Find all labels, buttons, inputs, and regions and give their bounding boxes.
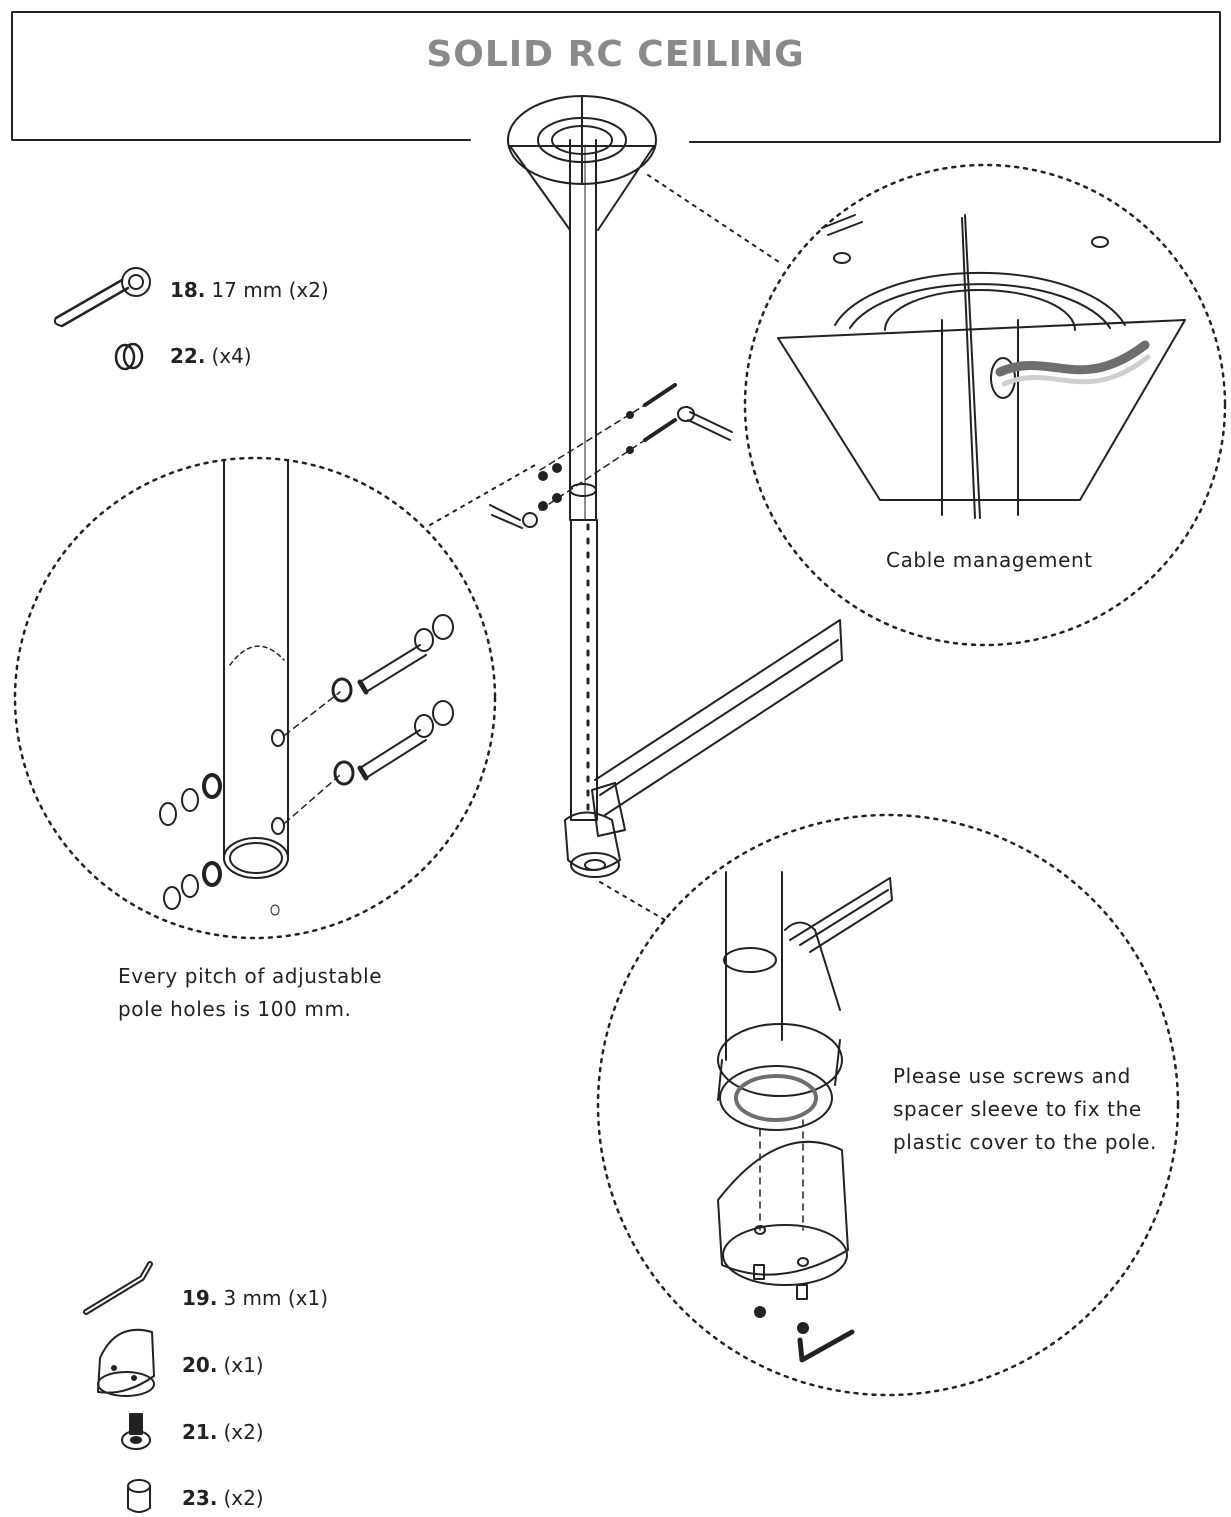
cable-management-detail — [743, 163, 1227, 647]
wrench-icon — [53, 267, 151, 328]
part-label-19: 19.3 mm (x1) — [182, 1286, 328, 1310]
cover-detail — [596, 813, 1180, 1397]
part-number: 22. — [170, 344, 206, 368]
caption-line: spacer sleeve to fix the — [893, 1097, 1142, 1121]
caption-line: Every pitch of adjustable — [118, 964, 383, 988]
caption-line: Cable management — [886, 548, 1093, 572]
part-detail: (x2) — [223, 1420, 264, 1444]
pitch-caption: Every pitch of adjustable pole holes is … — [118, 960, 382, 1026]
part-label-23: 23.(x2) — [182, 1486, 264, 1510]
part-label-18: 18.17 mm (x2) — [170, 278, 329, 302]
part-label-20: 20.(x1) — [182, 1353, 264, 1377]
cable-management-caption: Cable management — [886, 544, 1093, 577]
part-detail: (x1) — [223, 1353, 264, 1377]
spacer-sleeve-icon — [127, 1479, 151, 1513]
part-detail: 17 mm (x2) — [211, 278, 329, 302]
monitor-arm — [591, 619, 843, 837]
pole-bolts-exploded — [489, 383, 733, 529]
ceiling-frame — [11, 11, 1221, 143]
caption-line: pole holes is 100 mm. — [118, 997, 352, 1021]
pole-pitch-detail — [13, 456, 497, 940]
part-number: 18. — [170, 278, 206, 302]
part-detail: (x2) — [223, 1486, 264, 1510]
caption-line: Please use screws and — [893, 1064, 1131, 1088]
washer-icon — [114, 342, 144, 371]
part-number: 19. — [182, 1286, 218, 1310]
ceiling-plate — [507, 95, 657, 231]
part-detail: (x4) — [211, 344, 252, 368]
page-title: SOLID RC CEILING — [426, 34, 805, 75]
part-number: 21. — [182, 1420, 218, 1444]
callout-leaders — [429, 174, 783, 921]
part-label-21: 21.(x2) — [182, 1420, 264, 1444]
cover-caption: Please use screws and spacer sleeve to f… — [893, 1060, 1157, 1159]
part-detail: 3 mm (x1) — [223, 1286, 329, 1310]
part-number: 23. — [182, 1486, 218, 1510]
plastic-cover-icon — [97, 1328, 155, 1397]
hex-key-icon — [83, 1261, 153, 1315]
screw-icon — [121, 1413, 151, 1450]
part-number: 20. — [182, 1353, 218, 1377]
part-label-22: 22.(x4) — [170, 344, 252, 368]
caption-line: plastic cover to the pole. — [893, 1130, 1157, 1154]
ceiling-pole — [564, 139, 621, 878]
